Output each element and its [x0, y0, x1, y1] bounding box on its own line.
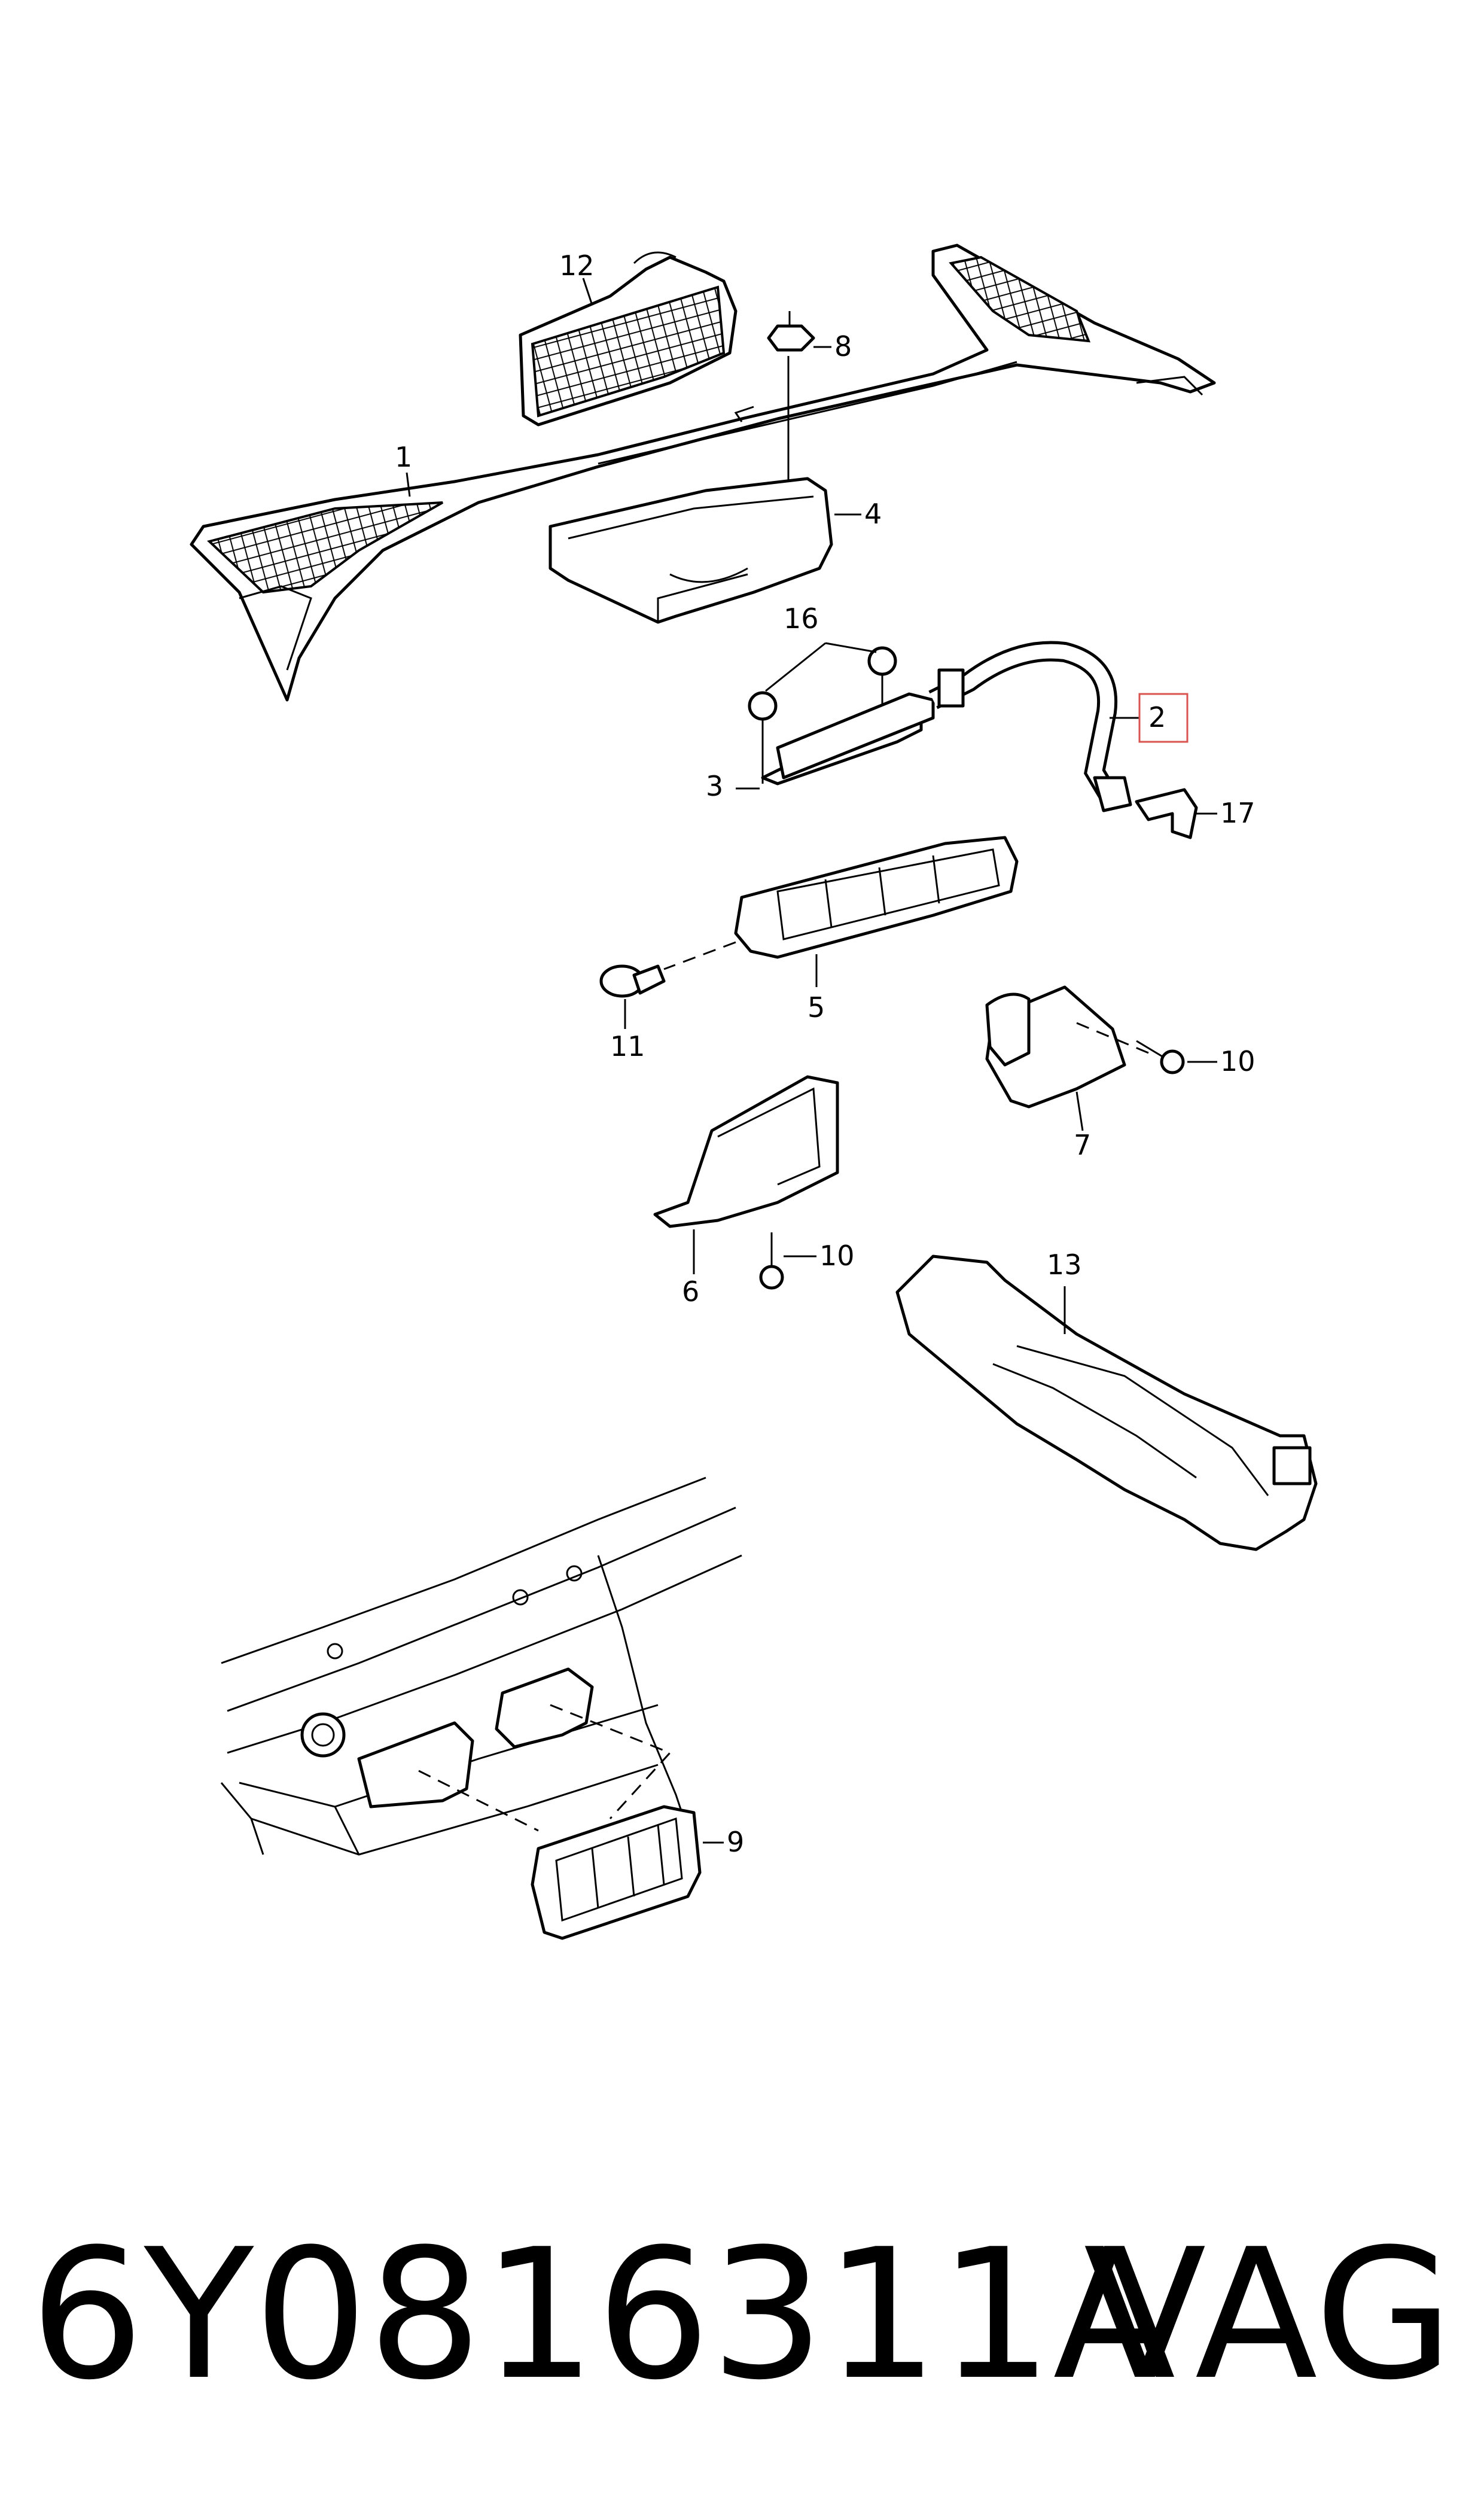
cowl-panel-part-1: [190, 243, 1216, 702]
callout-10-lower: 10: [819, 1240, 855, 1272]
callout-2: 2: [1148, 701, 1166, 733]
callout-7: 7: [1074, 1129, 1091, 1161]
callout-13: 13: [1047, 1249, 1082, 1281]
hose-part-2: [928, 641, 1189, 812]
callout-12: 12: [559, 249, 595, 282]
screw-part-10-lower: [759, 1232, 816, 1290]
clip-part-17: [1135, 788, 1217, 839]
housing-part-4: [548, 477, 861, 624]
screw-part-10-upper: [1136, 1040, 1217, 1074]
callout-17: 17: [1220, 797, 1256, 829]
push-clip-part-11: [599, 964, 666, 1029]
callout-5: 5: [807, 991, 825, 1024]
callout-11: 11: [610, 1030, 645, 1062]
filter-screen-part-12: [519, 251, 738, 427]
callout-4: 4: [864, 498, 882, 530]
callout-10-upper: 10: [1220, 1045, 1256, 1077]
floor-duct-part-13: [895, 1255, 1318, 1551]
footer: 6Y0816311A VAG: [30, 2225, 1465, 2405]
part-number: 6Y0816311A: [30, 2211, 1176, 2419]
callout-8: 8: [834, 330, 852, 363]
body-panel: [220, 1476, 742, 1856]
callout-3: 3: [706, 770, 723, 802]
callout-16: 16: [784, 602, 819, 635]
highlight-box: [1138, 693, 1189, 743]
duct-cover-part-6: [653, 1075, 839, 1274]
outlet-housing-part-5: [663, 836, 1019, 987]
brand: VAG: [1083, 2211, 1453, 2419]
vent-grille-part-9: [531, 1805, 724, 1940]
callout-1: 1: [395, 441, 412, 473]
callout-6: 6: [682, 1275, 699, 1308]
callout-9: 9: [727, 1826, 744, 1858]
duct-cover-part-7: [985, 985, 1149, 1131]
bracket-part-3: [736, 692, 935, 790]
screws-part-16: [748, 642, 897, 784]
